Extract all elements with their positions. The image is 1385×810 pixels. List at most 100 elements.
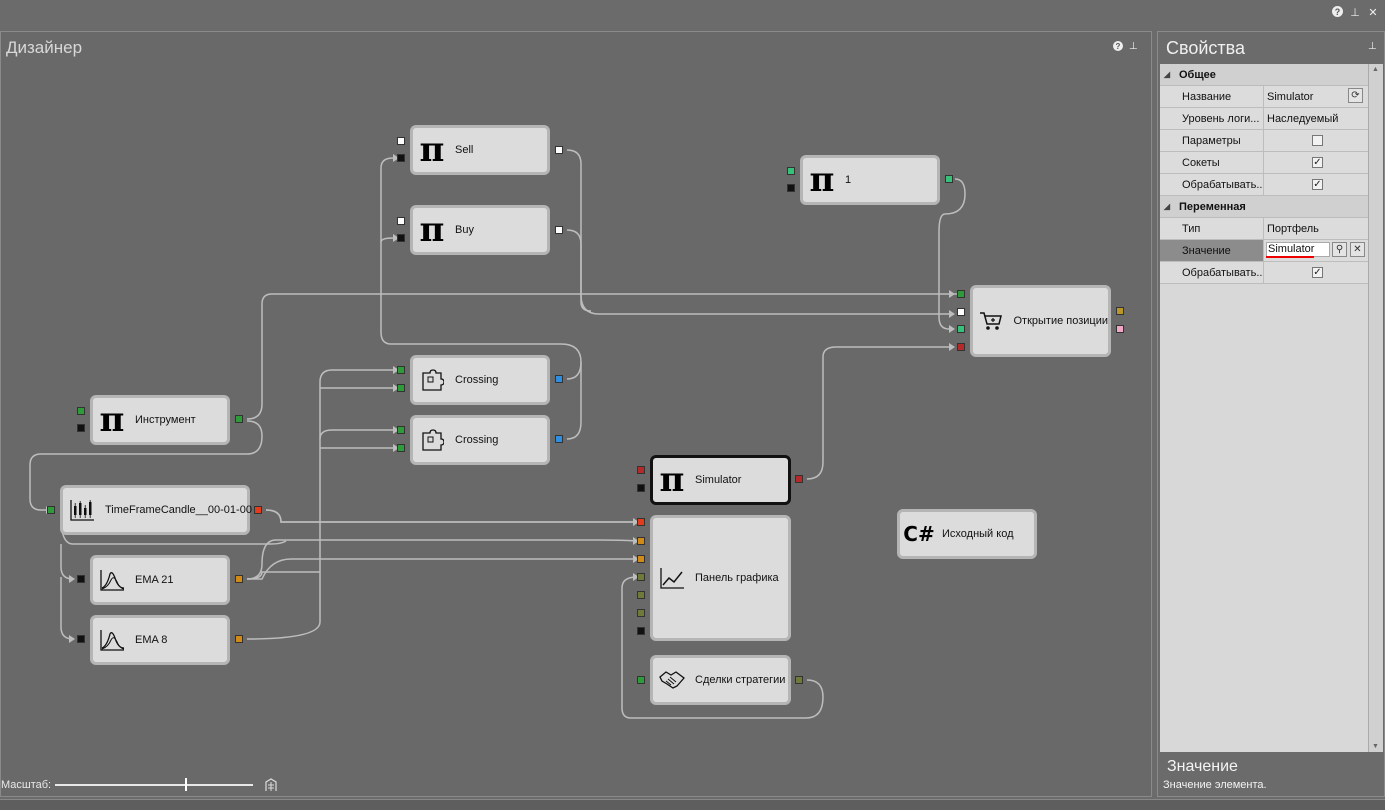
node-crossing[interactable]: Crossing <box>410 415 550 465</box>
socket-output[interactable] <box>795 475 803 483</box>
diagram-canvas[interactable]: π Sell π Buy π 1 Открытие позиции <box>1 32 1153 798</box>
pin-icon[interactable]: ⊥ <box>1129 41 1138 52</box>
category-label: Общее <box>1179 68 1216 81</box>
socket-input[interactable] <box>77 575 85 583</box>
socket-output[interactable] <box>555 146 563 154</box>
socket-output[interactable] <box>235 415 243 423</box>
socket-output[interactable] <box>235 575 243 583</box>
help-icon[interactable]: ? <box>1113 41 1123 51</box>
property-row-value[interactable]: Значение Simulator ⚲ ✕ <box>1160 240 1368 262</box>
node-candle[interactable]: TimeFrameCandle__00-01-00 <box>60 485 252 535</box>
parameters-checkbox[interactable] <box>1312 135 1323 146</box>
socket-input[interactable] <box>637 537 645 545</box>
pi-icon: π <box>809 160 835 200</box>
node-chart-panel[interactable]: Панель графика <box>650 515 791 641</box>
socket-input[interactable] <box>637 573 645 581</box>
socket-output[interactable] <box>1116 325 1124 333</box>
pin-icon[interactable]: ⊥ <box>1368 41 1377 52</box>
help-icon[interactable]: ? <box>1332 6 1343 17</box>
node-strategy-trades[interactable]: Сделки стратегии <box>650 655 791 705</box>
property-value[interactable]: Наследуемый <box>1267 112 1339 125</box>
socket-input[interactable] <box>397 137 405 145</box>
sockets-checkbox[interactable]: ✓ <box>1312 157 1323 168</box>
socket-input[interactable] <box>637 627 645 635</box>
socket-input[interactable] <box>637 555 645 563</box>
socket-input[interactable] <box>397 426 405 434</box>
socket-output[interactable] <box>254 506 262 514</box>
socket-output[interactable] <box>555 226 563 234</box>
property-value[interactable]: Simulator <box>1267 90 1314 103</box>
property-row-log-level[interactable]: Уровень логи... Наследуемый <box>1160 108 1368 130</box>
category-variable[interactable]: ◢ Переменная <box>1160 196 1368 218</box>
socket-input[interactable] <box>637 466 645 474</box>
socket-input[interactable] <box>637 518 645 526</box>
property-value[interactable]: Портфель <box>1267 222 1319 235</box>
fit-view-icon[interactable] <box>263 777 279 793</box>
zoom-slider[interactable] <box>55 778 254 791</box>
link-arrow <box>633 573 639 581</box>
socket-input[interactable] <box>957 308 965 316</box>
socket-input[interactable] <box>397 444 405 452</box>
vertical-scrollbar[interactable]: ▲ ▼ <box>1368 64 1383 752</box>
node-open-position[interactable]: Открытие позиции <box>970 285 1111 357</box>
socket-input[interactable] <box>637 591 645 599</box>
collapse-icon[interactable]: ◢ <box>1163 70 1171 79</box>
category-general[interactable]: ◢ Общее <box>1160 64 1368 86</box>
process-variable-checkbox[interactable]: ✓ <box>1312 267 1323 278</box>
socket-input[interactable] <box>397 234 405 242</box>
close-icon[interactable]: ✕ <box>1368 6 1378 19</box>
node-ema-21[interactable]: EMA 21 <box>90 555 230 605</box>
search-icon[interactable]: ⚲ <box>1332 242 1347 257</box>
socket-output[interactable] <box>555 375 563 383</box>
node-simulator[interactable]: π Simulator <box>650 455 791 505</box>
socket-input[interactable] <box>47 506 55 514</box>
node-buy[interactable]: π Buy <box>410 205 550 255</box>
candles-icon <box>69 495 95 525</box>
socket-input[interactable] <box>957 325 965 333</box>
pin-icon[interactable]: ⊥ <box>1350 6 1360 19</box>
socket-input[interactable] <box>77 424 85 432</box>
zoom-slider-thumb[interactable] <box>185 778 188 791</box>
socket-input[interactable] <box>397 217 405 225</box>
collapse-icon[interactable]: ◢ <box>1163 202 1171 211</box>
process-checkbox[interactable]: ✓ <box>1312 179 1323 190</box>
property-row-process[interactable]: Обрабатывать... ✓ <box>1160 174 1368 196</box>
scroll-up-icon[interactable]: ▲ <box>1372 66 1379 73</box>
socket-input[interactable] <box>637 609 645 617</box>
socket-output[interactable] <box>945 175 953 183</box>
node-crossing[interactable]: Crossing <box>410 355 550 405</box>
socket-input[interactable] <box>637 484 645 492</box>
socket-output[interactable] <box>555 435 563 443</box>
node-sell[interactable]: π Sell <box>410 125 550 175</box>
socket-output[interactable] <box>235 635 243 643</box>
socket-input[interactable] <box>787 167 795 175</box>
socket-input[interactable] <box>397 384 405 392</box>
puzzle-icon <box>419 425 445 455</box>
clear-icon[interactable]: ✕ <box>1350 242 1365 257</box>
link-arrow <box>69 635 75 643</box>
puzzle-icon <box>419 365 445 395</box>
socket-input[interactable] <box>397 154 405 162</box>
socket-input[interactable] <box>77 407 85 415</box>
node-instrument[interactable]: π Инструмент <box>90 395 230 445</box>
property-row-type[interactable]: Тип Портфель <box>1160 218 1368 240</box>
property-row-name[interactable]: Название Simulator ⟳ <box>1160 86 1368 108</box>
property-row-process-variable[interactable]: Обрабатывать... ✓ <box>1160 262 1368 284</box>
refresh-icon[interactable]: ⟳ <box>1348 88 1363 103</box>
node-ema-8[interactable]: EMA 8 <box>90 615 230 665</box>
scroll-down-icon[interactable]: ▼ <box>1372 743 1379 750</box>
socket-input[interactable] <box>77 635 85 643</box>
socket-input[interactable] <box>957 343 965 351</box>
value-input[interactable]: Simulator <box>1266 242 1330 257</box>
socket-output[interactable] <box>1116 307 1124 315</box>
socket-input[interactable] <box>637 676 645 684</box>
property-row-parameters[interactable]: Параметры <box>1160 130 1368 152</box>
socket-input[interactable] <box>787 184 795 192</box>
property-row-sockets[interactable]: Сокеты ✓ <box>1160 152 1368 174</box>
socket-output[interactable] <box>795 676 803 684</box>
node-one[interactable]: π 1 <box>800 155 940 205</box>
node-source-code[interactable]: C# Исходный код <box>897 509 1037 559</box>
socket-input[interactable] <box>957 290 965 298</box>
link-arrow <box>393 444 399 452</box>
socket-input[interactable] <box>397 366 405 374</box>
